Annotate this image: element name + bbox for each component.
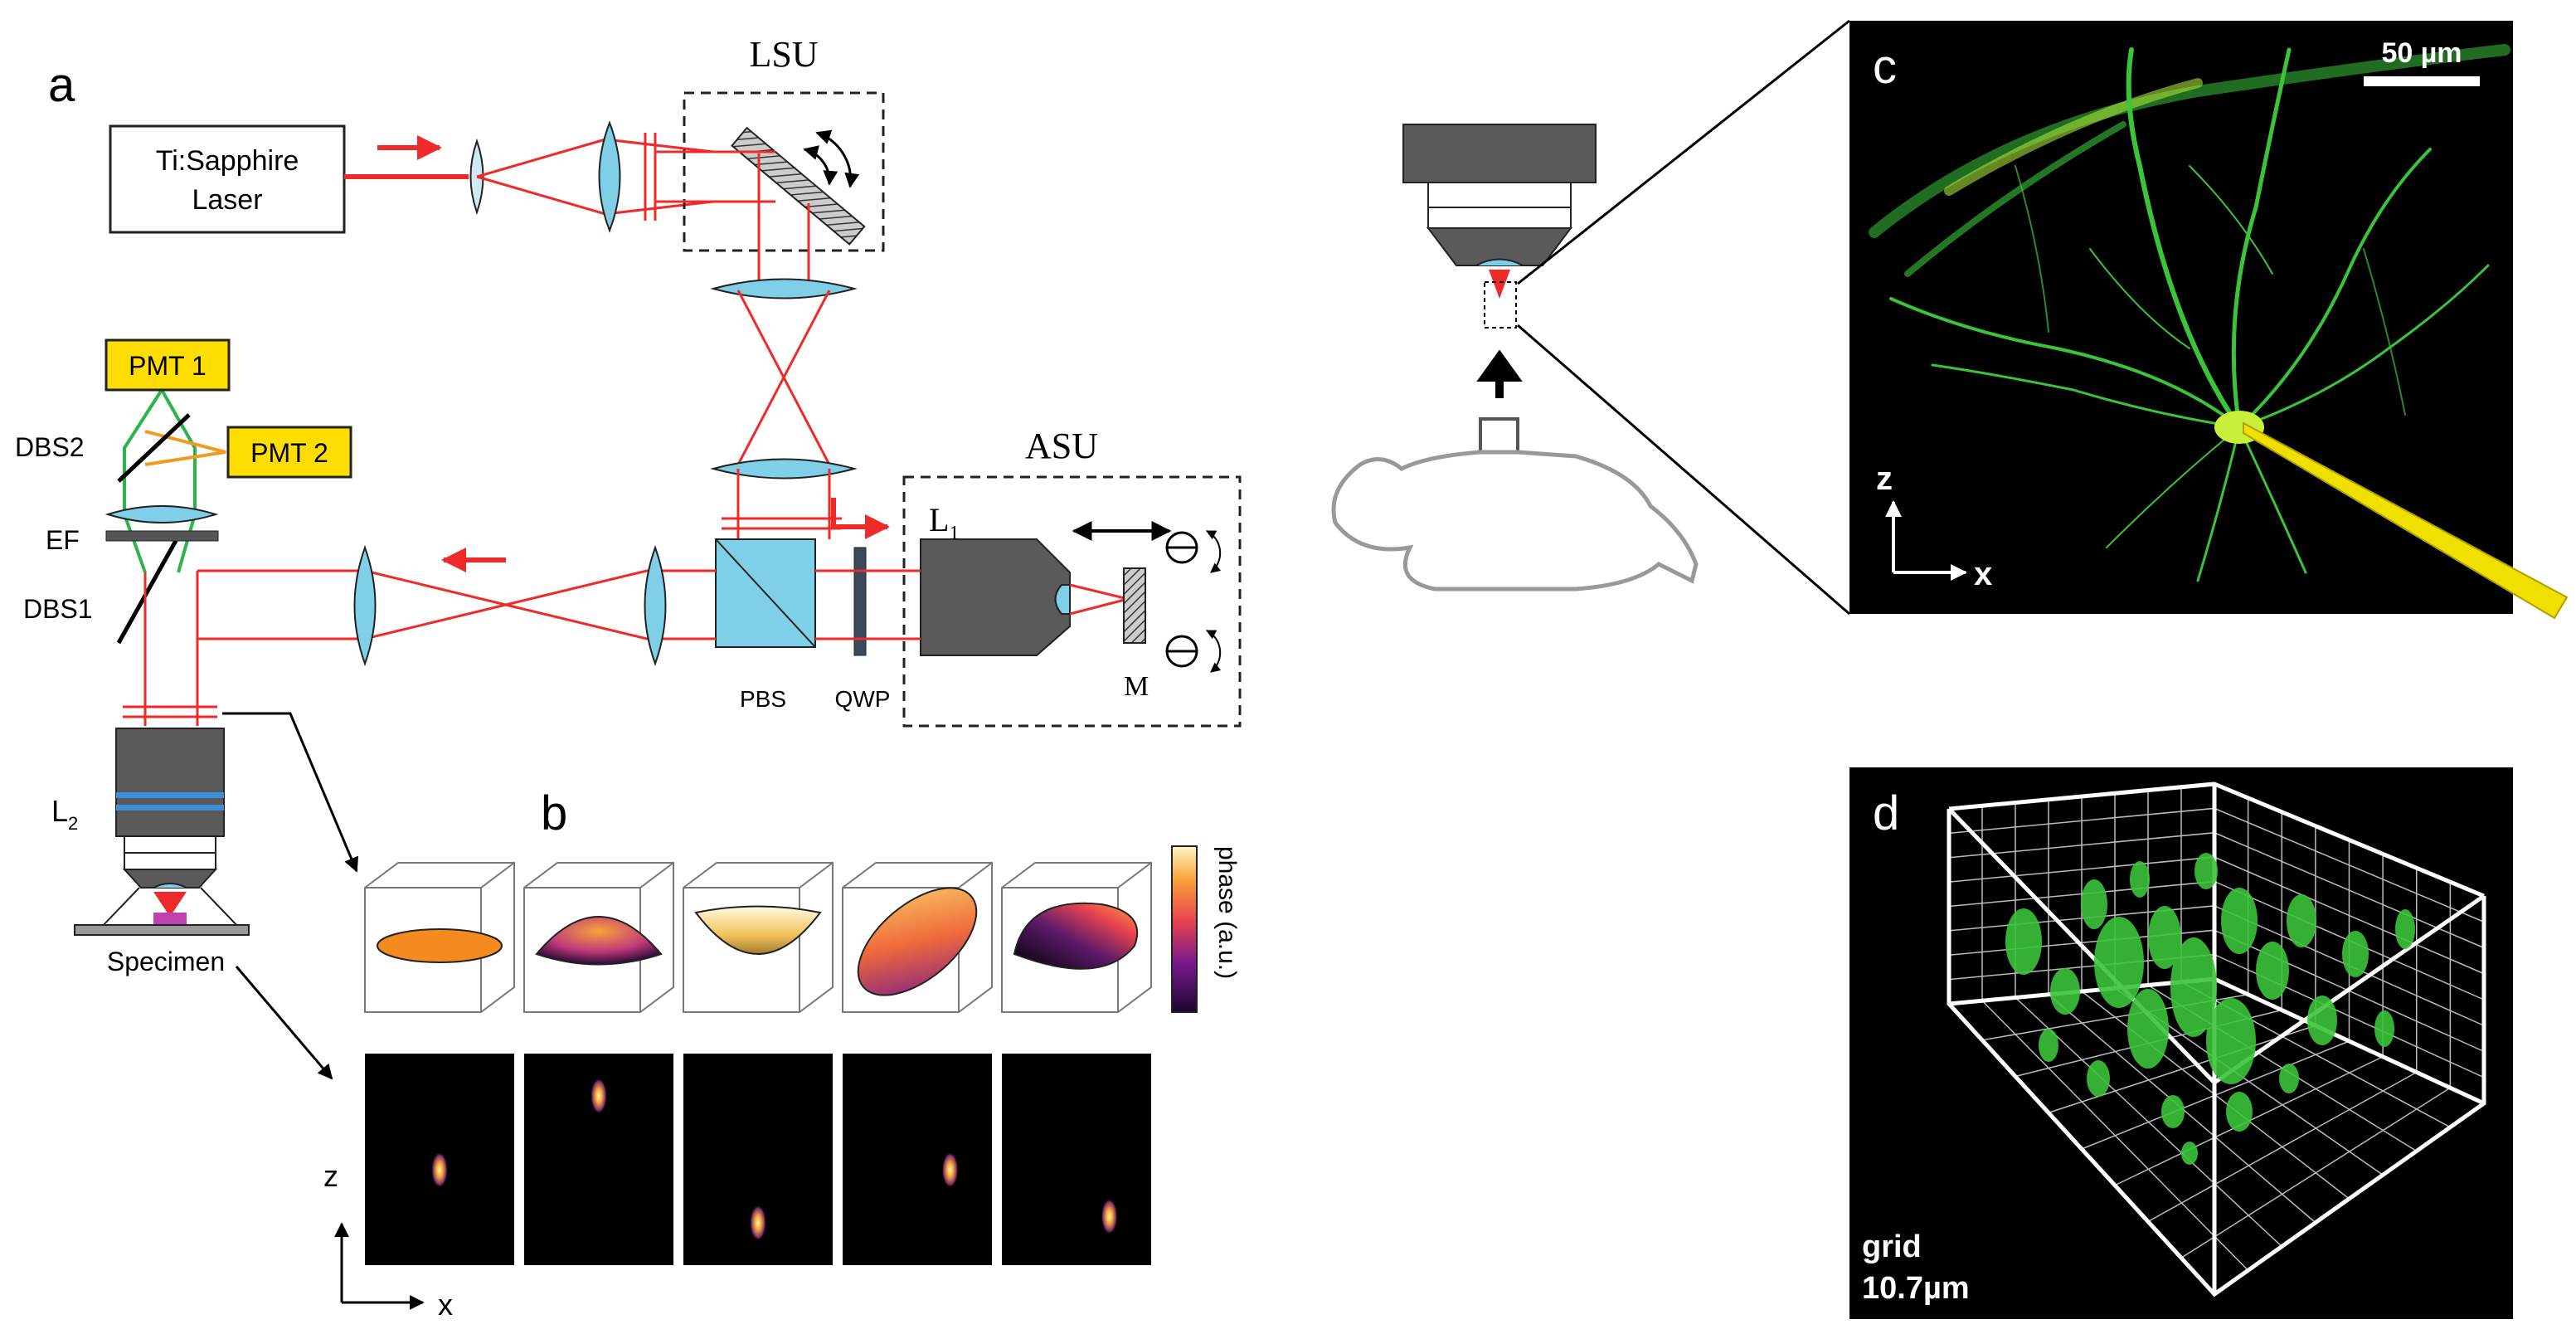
return-lens-right: [644, 545, 667, 666]
orange-emission: [144, 430, 226, 466]
pointer-to-psf: [235, 966, 333, 1080]
asu-label: ASU: [1025, 426, 1098, 466]
zoom-line-top: [1517, 19, 1850, 285]
scan-mirror: [731, 126, 866, 246]
dbs2-label: DBS2: [15, 432, 85, 462]
laser-label-line2: Laser: [192, 184, 262, 216]
specimen-slide: [74, 924, 250, 936]
pmt1-label: PMT 1: [129, 351, 207, 381]
m-label: M: [1124, 671, 1149, 702]
piezo-rotation-bottom: [1205, 630, 1222, 673]
panel-c: c 50 µm z x: [1849, 21, 2569, 620]
beam-expansion: [476, 138, 714, 216]
psf-focus-spot: [1101, 1198, 1118, 1235]
panel-a-letter: a: [48, 58, 75, 112]
asu-box: [902, 475, 1242, 728]
beam-expander-large-lens: [598, 120, 621, 233]
beam-to-m: [1069, 583, 1129, 616]
emission-path: [123, 388, 197, 573]
mouse-imaging-schematic: [1331, 19, 1850, 616]
pmt2-box: [226, 426, 352, 479]
panel-c-letter: c: [1873, 40, 1897, 94]
pbs-diagonal: [715, 538, 816, 648]
pmt2-label: PMT 2: [250, 438, 328, 468]
zoom-box: [1484, 281, 1517, 329]
pmt1-box: [104, 338, 231, 392]
scalebar: [2364, 76, 2480, 86]
phase-box-1: [364, 862, 515, 1013]
qwp-label: QWP: [835, 686, 891, 712]
red-corner-arrow: [831, 498, 890, 539]
psf-focus-spot: [750, 1205, 766, 1241]
zoom-line-bottom: [1517, 324, 1850, 616]
mirror-m: [1123, 567, 1146, 644]
grid-label-line2: 10.7µm: [1862, 1271, 1970, 1306]
lsu-box: [683, 91, 885, 252]
return-lens-left: [353, 545, 377, 666]
psf-image-5: [1002, 1054, 1151, 1265]
up-arrow: [1476, 349, 1523, 398]
dbs1-label: DBS1: [23, 594, 93, 624]
laser-label-line1: Ti:Sapphire: [156, 145, 299, 177]
phase-colorbar-label: phase (a.u.): [1213, 846, 1241, 979]
panel-b-letter: b: [541, 786, 567, 840]
phase-box-2: [523, 862, 674, 1013]
cranial-window: [1479, 417, 1519, 454]
psf-focus-spot: [591, 1078, 607, 1114]
ef-filter: [105, 530, 219, 542]
recording-pipette: [2243, 421, 2569, 620]
psf-focus-spot: [431, 1151, 448, 1189]
return-beams: [197, 569, 716, 640]
neuron-structure: [1869, 44, 2510, 582]
specimen-label: Specimen: [107, 947, 225, 976]
specimen-sample: [153, 913, 187, 924]
phase-box-4: [842, 862, 993, 1013]
l2-objective: [99, 728, 241, 930]
scan-mirror-motion-2: [803, 145, 838, 186]
tube-lens: [710, 458, 858, 480]
relay-crossing: [736, 290, 831, 465]
microscope-body: [1402, 124, 1597, 183]
panel-b: b phase (a.u.): [323, 786, 1241, 1322]
ef-label: EF: [46, 525, 80, 555]
cell-bodies: [2005, 853, 2415, 1165]
lsu-label: LSU: [749, 34, 818, 75]
panel-c-axis-z-label: z: [1876, 460, 1893, 497]
pbs-label: PBS: [740, 686, 786, 712]
pointer-to-phase: [222, 712, 359, 873]
l2-label: L2: [51, 794, 78, 834]
axis-z-label: z: [323, 1159, 338, 1193]
panel-a: a Ti:Sapphire Laser LSU: [15, 34, 1242, 1080]
qwp-plate: [853, 547, 867, 656]
focus-cone: [153, 892, 187, 917]
psf-focus-spot: [941, 1151, 959, 1189]
dbs2-mirror: [117, 413, 191, 483]
ef-lens: [104, 505, 219, 523]
phase-box-5: [1001, 862, 1152, 1013]
phase-box-3: [683, 862, 834, 1013]
grid-label-line1: grid: [1862, 1229, 1922, 1264]
mouse-head-outline: [1331, 450, 1699, 592]
panel-d-letter: d: [1873, 786, 1899, 840]
panel-d: d grid 10.7µm: [1849, 767, 2513, 1319]
dbs1-mirror: [116, 538, 179, 645]
l1-objective: [920, 538, 1071, 656]
scalebar-label: 50 µm: [2381, 37, 2462, 69]
scan-mirror-motion: [815, 129, 860, 188]
axis-x-label: x: [438, 1288, 453, 1322]
panel-c-axis-x-label: x: [1974, 556, 1992, 592]
scan-lens: [710, 278, 858, 299]
psf-image-4: [843, 1054, 992, 1265]
phase-colorbar: [1171, 845, 1198, 1013]
piezo-rotation-top: [1205, 530, 1222, 573]
laser-box: [109, 124, 346, 234]
l1-front-lens: [1054, 584, 1071, 615]
l1-label: L1: [929, 501, 959, 544]
